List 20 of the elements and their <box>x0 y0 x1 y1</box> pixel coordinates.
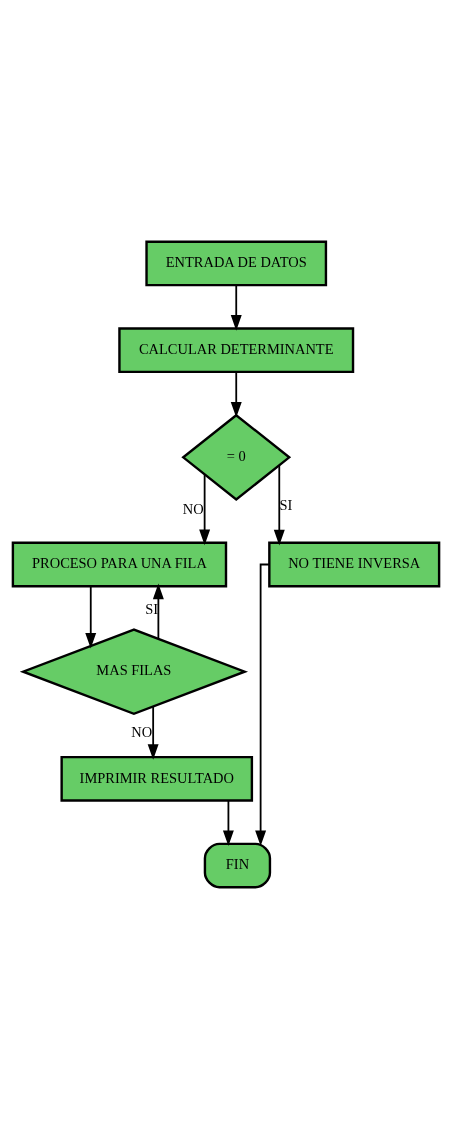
node-box: PROCESO PARA UNA FILA <box>11 541 228 587</box>
edge-label: SI <box>145 600 159 617</box>
node-box: CALCULAR DETERMINANTE <box>118 326 355 373</box>
arrow <box>199 473 211 545</box>
arrow <box>222 799 234 846</box>
arrow <box>85 584 97 649</box>
arrow <box>273 464 285 546</box>
arrow <box>230 283 242 331</box>
node-box: NO TIENE INVERSA <box>268 541 441 587</box>
node-diamond: MAS FILAS <box>19 627 249 715</box>
arrow <box>152 583 164 639</box>
edge-label: NO <box>131 723 153 740</box>
arrow <box>147 705 159 760</box>
arrow <box>230 370 242 418</box>
node-box: IMPRIMIR RESULTADO <box>60 755 254 802</box>
node-box: FIN <box>203 842 272 888</box>
arrow <box>255 563 271 846</box>
node-diamond: = 0 <box>181 413 292 501</box>
edge-label: NO <box>182 500 204 517</box>
node-box: ENTRADA DE DATOS <box>145 240 328 286</box>
